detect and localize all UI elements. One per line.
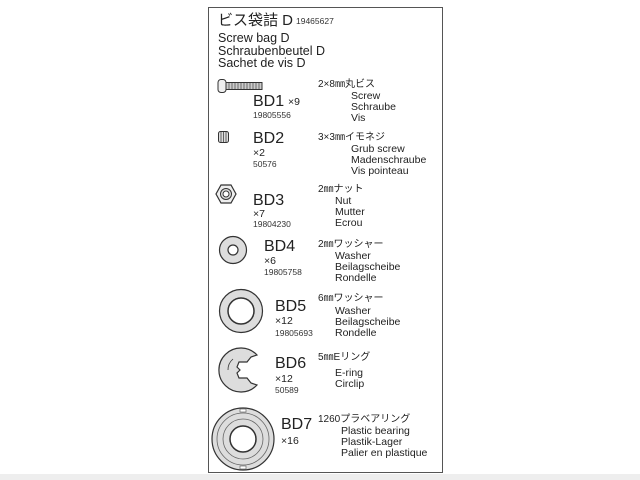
- part-code: BD4: [264, 238, 296, 255]
- part-name-de: Mutter: [335, 206, 365, 218]
- part-jp-name: 2×8㎜丸ビス: [318, 79, 375, 90]
- plastic-bearing-icon: [211, 407, 275, 471]
- part-name-fr: Palier en plastique: [341, 447, 428, 459]
- part-name-en: E-ring: [335, 367, 364, 379]
- round-head-screw-icon: [217, 79, 263, 93]
- part-qty: ×12: [275, 315, 293, 327]
- part-jp-name: 2㎜ワッシャー: [318, 239, 384, 250]
- part-qty: ×16: [281, 435, 299, 447]
- part-qty: ×7: [253, 208, 265, 220]
- part-name-en: Washer: [335, 250, 371, 262]
- small-washer-icon: [218, 235, 248, 265]
- e-ring-icon: [218, 347, 259, 393]
- part-name-de: Beilagscheibe: [335, 261, 401, 273]
- part-code: BD2: [253, 130, 285, 147]
- part-name-de: Beilagscheibe: [335, 316, 401, 328]
- part-code: BD7: [281, 416, 313, 433]
- part-jp-name: 2㎜ナット: [318, 184, 364, 195]
- part-number: 19805758: [264, 267, 302, 277]
- part-jp-name: 3×3㎜イモネジ: [318, 132, 385, 143]
- part-name-de: Schraube: [351, 101, 396, 113]
- part-number: 19805693: [275, 328, 313, 338]
- part-name-en: Nut: [335, 195, 352, 207]
- part-name-fr: Rondelle: [335, 272, 377, 284]
- part-name-fr: Ecrou: [335, 217, 363, 229]
- hex-nut-icon: [215, 184, 237, 204]
- part-name-fr: Rondelle: [335, 327, 377, 339]
- bag-part-number: 19465627: [296, 16, 334, 26]
- part-name-en: Washer: [335, 305, 371, 317]
- part-code: BD5: [275, 298, 307, 315]
- title-fr: Sachet de vis D: [218, 56, 306, 70]
- part-number: 50576: [253, 159, 277, 169]
- part-number: 19804230: [253, 219, 291, 229]
- part-name-de: Circlip: [335, 378, 365, 390]
- part-name-fr: Vis pointeau: [351, 165, 409, 177]
- title-de: Schraubenbeutel D: [218, 44, 326, 58]
- part-qty: ×9: [288, 96, 300, 108]
- part-name-en: Grub screw: [351, 143, 405, 155]
- part-qty: ×6: [264, 255, 276, 267]
- title-en: Screw bag D: [218, 31, 290, 45]
- part-name-en: Plastic bearing: [341, 425, 410, 437]
- bottom-band: [0, 474, 640, 480]
- part-jp-name: 5㎜Eリング: [318, 352, 371, 363]
- part-code: BD3: [253, 192, 285, 209]
- large-washer-icon: [218, 288, 264, 334]
- part-qty: ×2: [253, 147, 265, 159]
- part-name-de: Plastik-Lager: [341, 436, 403, 448]
- grub-screw-icon: [218, 131, 229, 143]
- part-qty: ×12: [275, 373, 293, 385]
- part-code: BD1: [253, 93, 285, 110]
- part-jp-name: 1260プラベアリング: [318, 414, 411, 425]
- part-jp-name: 6㎜ワッシャー: [318, 293, 384, 304]
- title-jp: ビス袋詰 D: [218, 12, 294, 29]
- part-name-de: Madenschraube: [351, 154, 427, 166]
- part-number: 50589: [275, 385, 299, 395]
- part-number: 19805556: [253, 110, 291, 120]
- part-name-en: Screw: [351, 90, 381, 102]
- part-name-fr: Vis: [351, 112, 366, 124]
- part-code: BD6: [275, 355, 307, 372]
